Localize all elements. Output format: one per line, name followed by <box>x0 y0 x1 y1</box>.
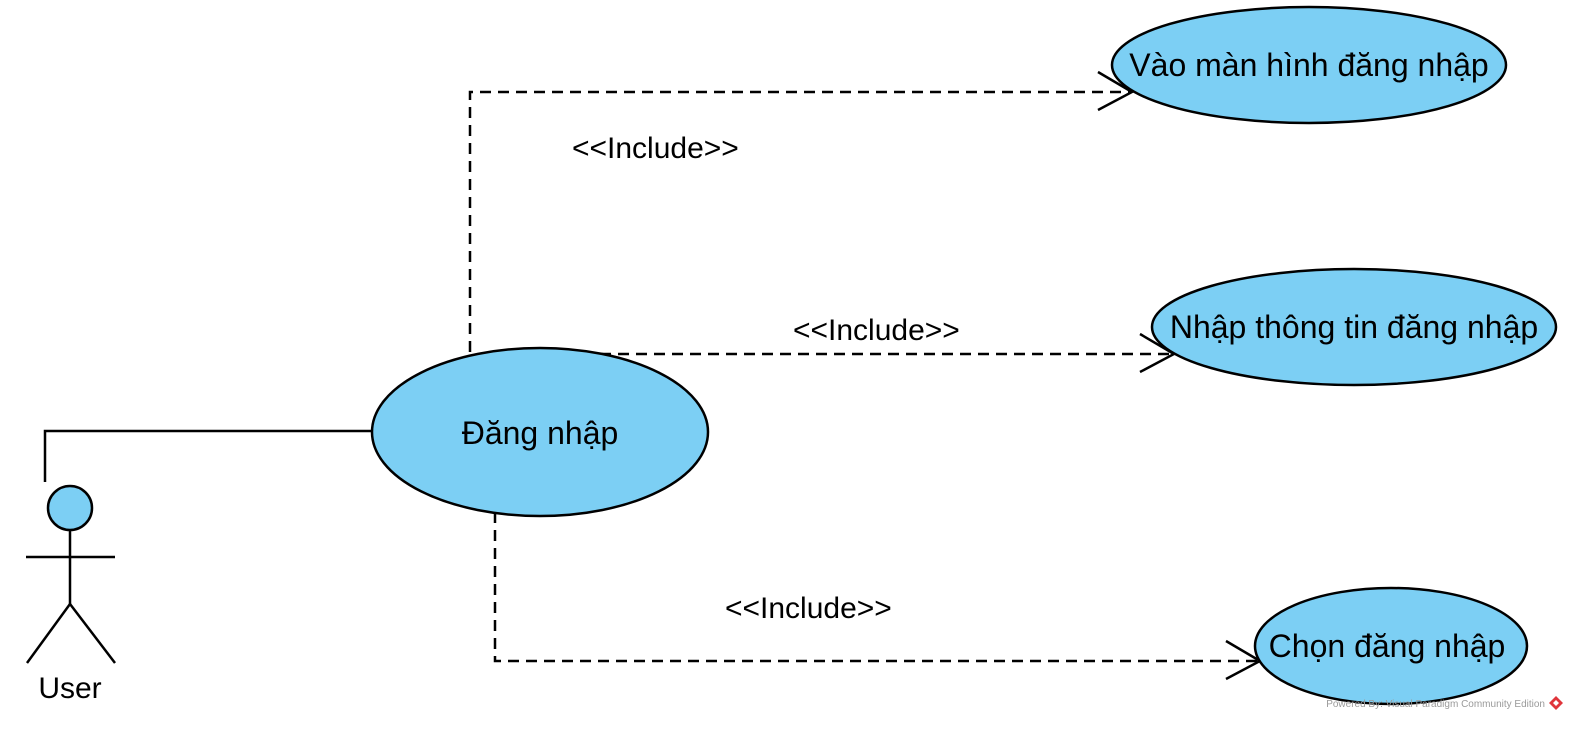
include-label-info: <<Include>> <box>793 314 960 347</box>
include-label-screen: <<Include>> <box>572 132 739 165</box>
usecase-nhap-thong-tin-label: Nhập thông tin đăng nhập <box>1170 309 1538 345</box>
include-line-choose[interactable] <box>493 512 1260 663</box>
actor-right-leg <box>69 603 116 664</box>
usecase-vao-man-hinh[interactable]: Vào màn hình đăng nhập <box>1110 5 1508 125</box>
usecase-nhap-thong-tin-shape <box>1150 267 1558 387</box>
association-line[interactable] <box>43 429 373 482</box>
usecase-chon-dang-nhap[interactable]: Chọn đăng nhập <box>1253 586 1529 706</box>
usecase-dang-nhap-label: Đăng nhập <box>462 415 619 451</box>
visual-paradigm-logo-icon <box>1549 696 1563 710</box>
include-arrow-head-screen <box>1097 70 1135 112</box>
include-line-screen[interactable] <box>468 90 1130 352</box>
usecase-chon-dang-nhap-shape <box>1253 586 1529 706</box>
include-label-choose: <<Include>> <box>725 592 892 625</box>
usecase-nhap-thong-tin[interactable]: Nhập thông tin đăng nhập <box>1150 267 1558 387</box>
usecase-vao-man-hinh-shape <box>1110 5 1508 125</box>
usecase-chon-dang-nhap-label: Chọn đăng nhập <box>1269 628 1506 664</box>
usecase-dang-nhap-shape <box>370 346 710 518</box>
actor-user[interactable]: User <box>25 484 116 705</box>
usecase-vao-man-hinh-label: Vào màn hình đăng nhập <box>1129 47 1488 83</box>
actor-user-label: User <box>38 672 101 705</box>
watermark-text: Powered By: Visual Paradigm Community Ed… <box>1326 699 1545 710</box>
actor-left-leg <box>25 603 72 664</box>
actor-head-icon <box>46 484 94 532</box>
usecase-dang-nhap[interactable]: Đăng nhập <box>370 346 710 518</box>
